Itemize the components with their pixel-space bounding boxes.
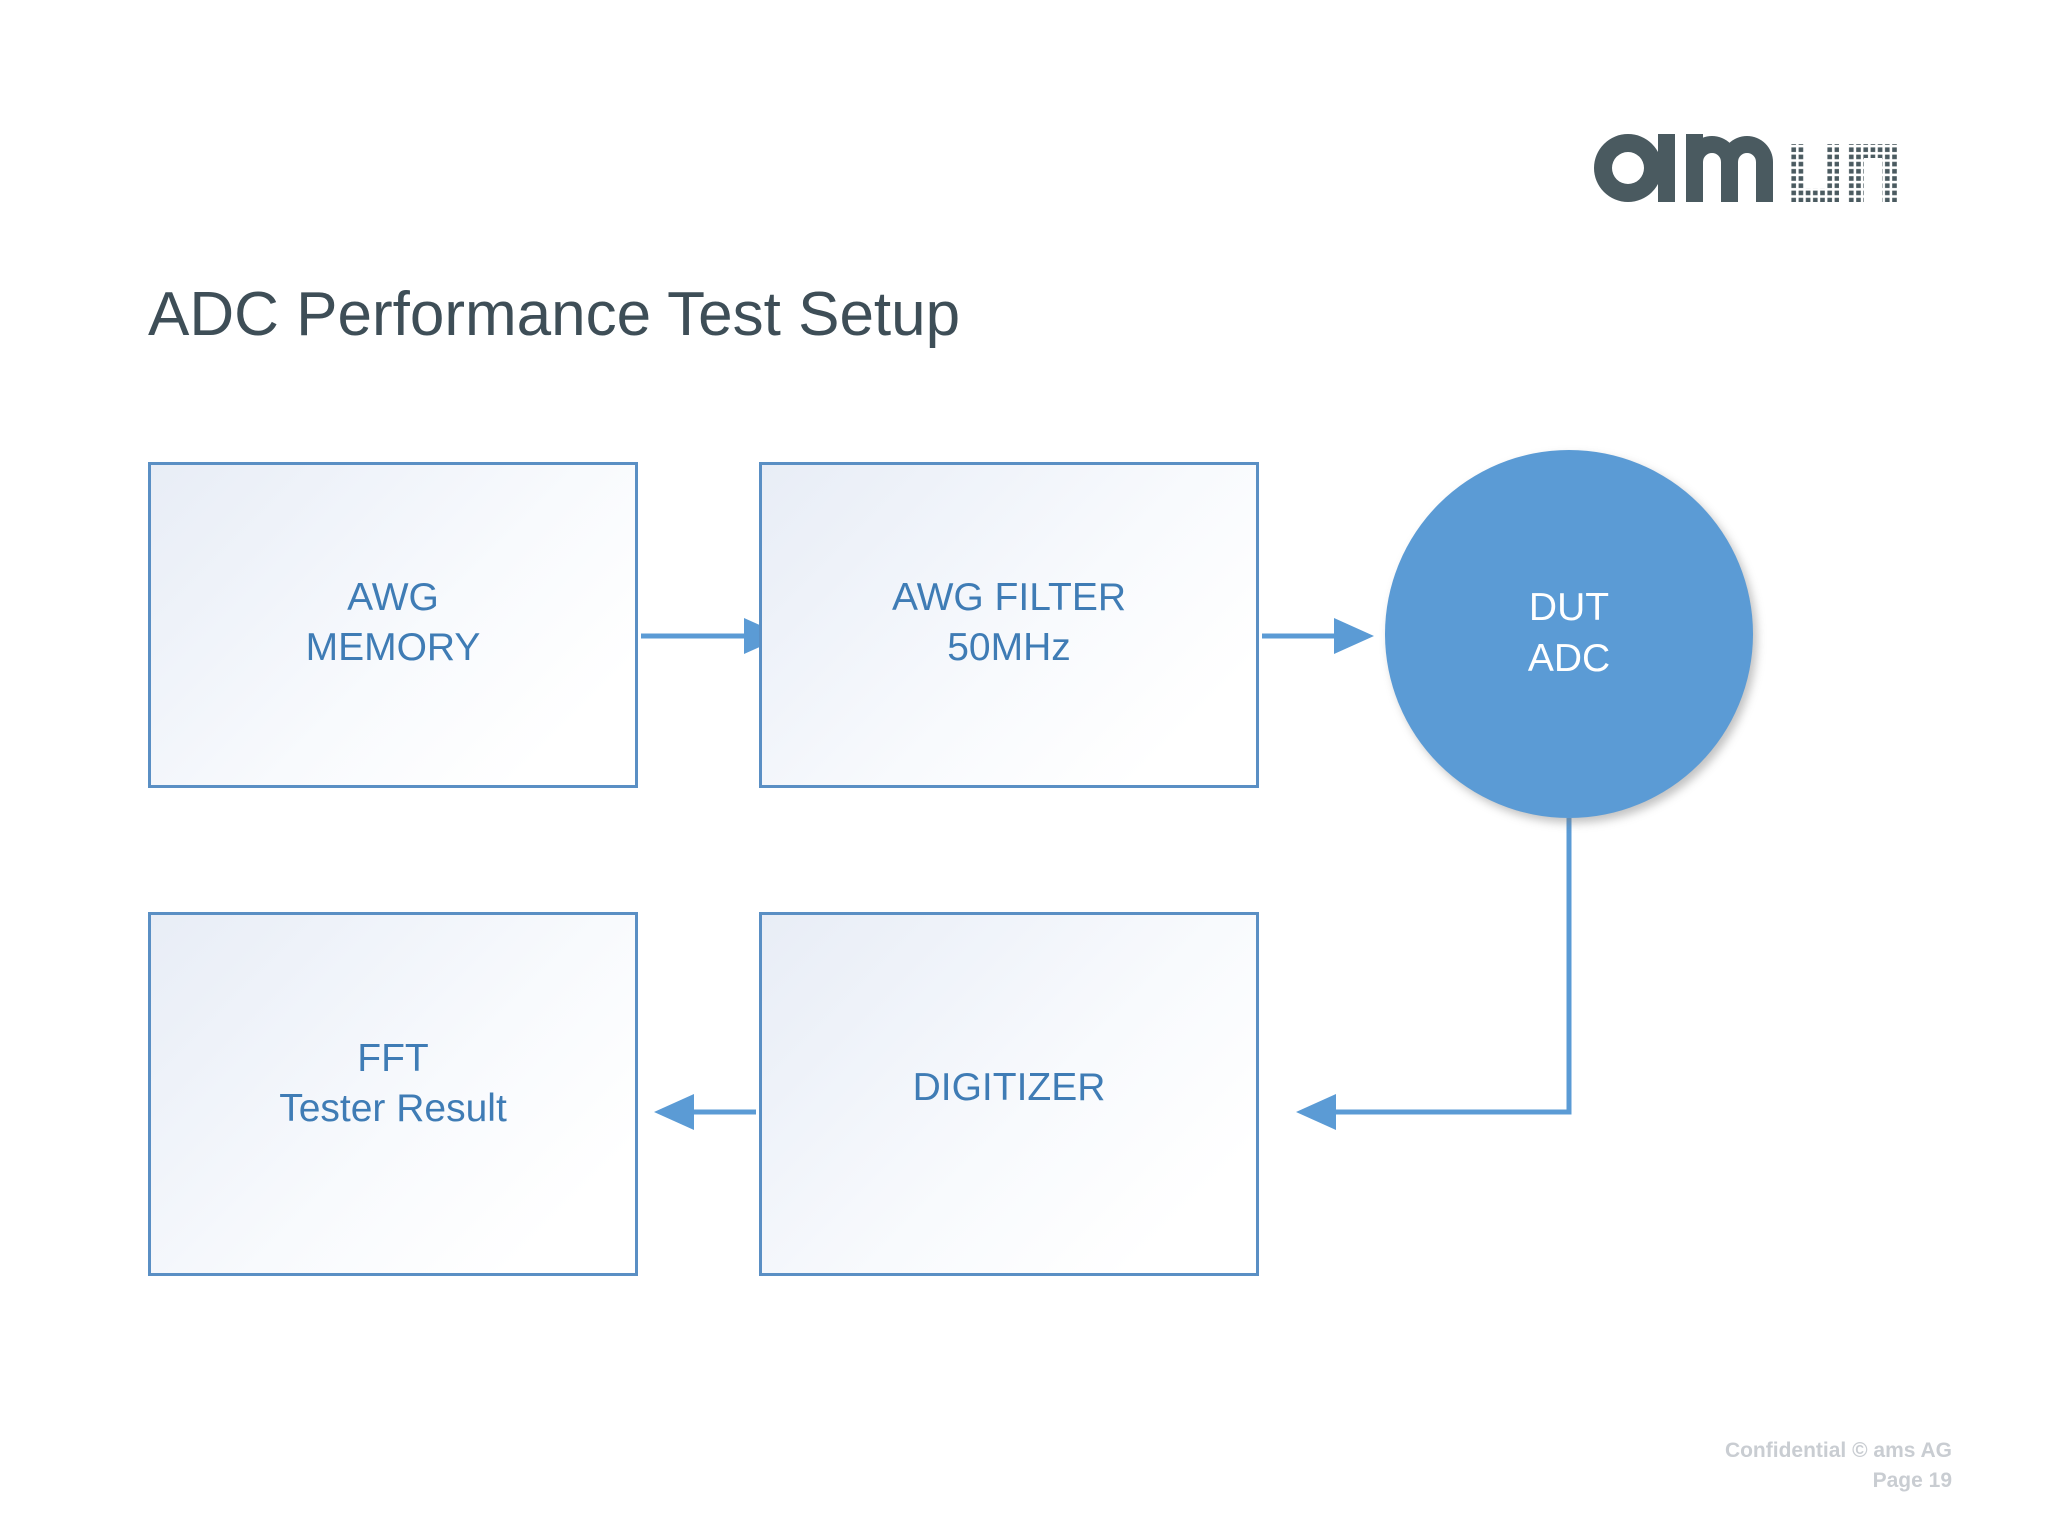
node-digitizer-line-1: DIGITIZER <box>912 1066 1106 1110</box>
node-awg-filter[interactable]: AWG FILTER 50MHz <box>759 462 1259 788</box>
slide-footer: Confidential © ams AG Page 19 <box>1725 1436 1952 1496</box>
node-dut-adc-line-2: ADC <box>1527 637 1611 680</box>
page-title: ADC Performance Test Setup <box>148 280 961 349</box>
node-awg-filter-line-1: AWG FILTER <box>892 576 1126 620</box>
node-awg-memory-line-2: MEMORY <box>305 626 481 669</box>
node-awg-memory[interactable]: AWG MEMORY <box>148 462 638 788</box>
node-fft[interactable]: FFT Tester Result <box>148 912 638 1276</box>
footer-page-number: Page 19 <box>1872 1468 1952 1492</box>
node-dut-adc[interactable]: DUT ADC <box>1385 450 1753 818</box>
footer-confidential: Confidential © ams AG <box>1724 1439 1952 1462</box>
node-fft-line-1: FFT <box>357 1037 429 1081</box>
ams-logo <box>1582 118 1942 218</box>
node-awg-filter-line-2: 50MHz <box>947 626 1071 669</box>
node-dut-adc-line-1: DUT <box>1528 586 1610 630</box>
node-fft-line-2: Tester Result <box>279 1087 507 1130</box>
node-digitizer[interactable]: DIGITIZER <box>759 912 1259 1276</box>
node-awg-memory-line-1: AWG <box>347 576 439 620</box>
